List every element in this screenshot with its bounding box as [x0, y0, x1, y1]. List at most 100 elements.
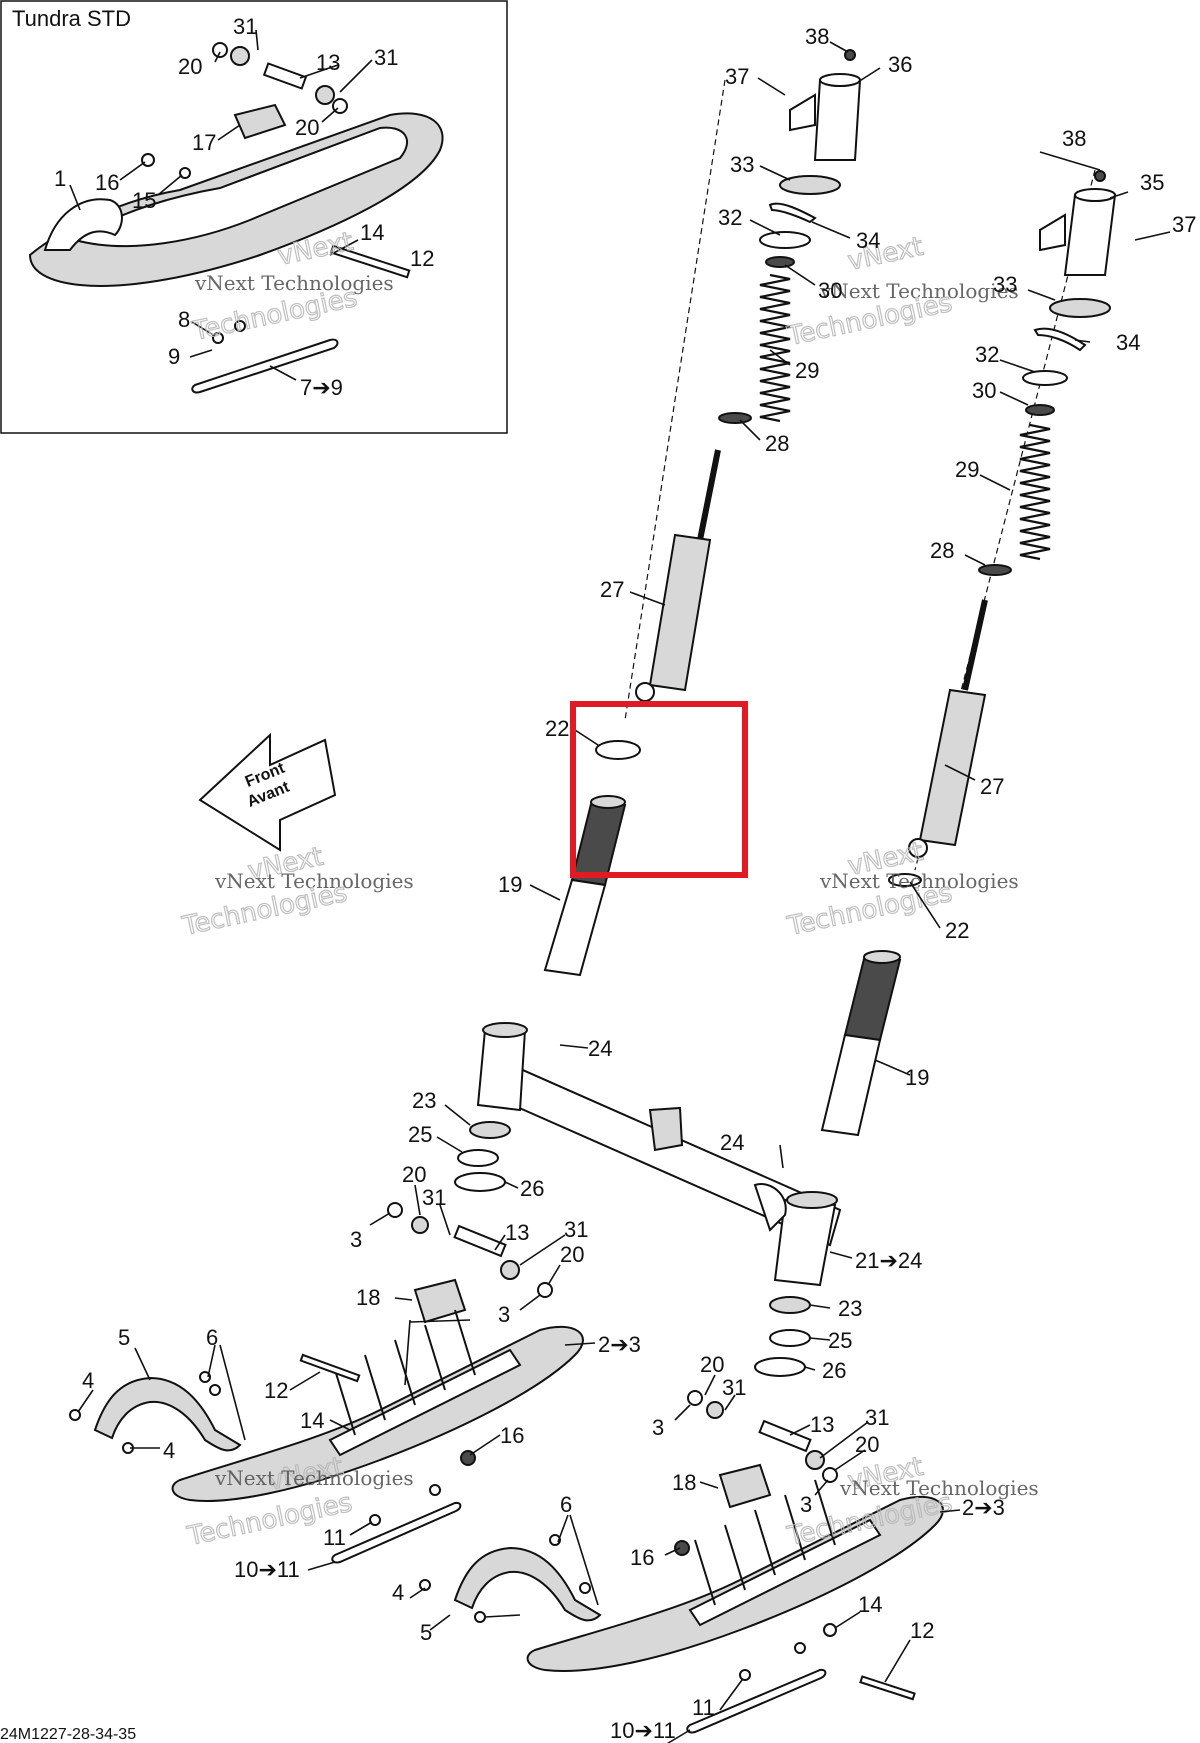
callout-3a: 3 — [350, 1227, 362, 1252]
callout-6a: 6 — [206, 1325, 218, 1350]
bracket-18 — [413, 1278, 467, 1324]
inset-washer — [212, 42, 228, 58]
inset-handle — [43, 198, 123, 251]
inset-panel: Tundra STD 31 20 — [0, 0, 508, 434]
callout-12b: 12 — [910, 1618, 934, 1643]
spring-29r — [1019, 423, 1051, 561]
callout-14a: 14 — [300, 1408, 324, 1433]
callout-16b: 16 — [630, 1545, 654, 1570]
inset-callout-20a: 20 — [178, 54, 202, 79]
ring-22 — [595, 740, 641, 760]
inset-callout-31a: 31 — [233, 14, 257, 39]
callout-27b: 27 — [980, 774, 1004, 799]
inset-callout-13: 13 — [316, 50, 340, 75]
callout-30a: 30 — [818, 278, 842, 303]
callout-38b: 38 — [1062, 126, 1086, 151]
callout-32b: 32 — [975, 342, 999, 367]
left-spindle-hardware — [387, 1202, 553, 1324]
callout-28b: 28 — [930, 538, 954, 563]
callout-30b: 30 — [972, 378, 996, 403]
plate-32 — [759, 231, 811, 249]
inset-callout-20b: 20 — [295, 115, 319, 140]
callout-6b: 6 — [560, 1492, 572, 1517]
tube-19r-top — [843, 953, 902, 1042]
runner-11r — [686, 1668, 827, 1734]
handle-5 — [93, 1376, 242, 1452]
tube-19 — [543, 878, 607, 977]
callout-26a: 26 — [520, 1176, 544, 1201]
callout-4b: 4 — [163, 1438, 175, 1463]
callout-14b: 14 — [858, 1592, 882, 1617]
callout-19b: 19 — [905, 1065, 929, 1090]
inset-callout-8: 8 — [178, 307, 190, 332]
inset-callout-12: 12 — [410, 246, 434, 271]
callout-24b: 24 — [720, 1130, 744, 1155]
callout-3b: 3 — [498, 1302, 510, 1327]
callout-10-11b: 10➔11 — [610, 1718, 676, 1743]
svg-text:vNext Technologies: vNext Technologies — [839, 1476, 1039, 1500]
callout-19a: 19 — [498, 872, 522, 897]
inset-callout-14: 14 — [360, 220, 384, 245]
inset-callout-31b: 31 — [374, 45, 398, 70]
callout-18b: 18 — [672, 1470, 696, 1495]
callout-34a: 34 — [856, 228, 880, 253]
left-strut-assembly — [543, 49, 862, 977]
inset-callout-7-9: 7➔9 — [300, 375, 343, 400]
callout-31c: 31 — [722, 1375, 746, 1400]
runner-11 — [331, 1501, 462, 1564]
inset-bushing-2 — [315, 85, 335, 105]
shock-27 — [648, 533, 712, 692]
right-strut-assembly — [820, 169, 1117, 1137]
inset-callout-15: 15 — [132, 188, 156, 213]
callout-24a: 24 — [588, 1036, 612, 1061]
svg-text:vNext Technologies: vNext Technologies — [214, 1466, 414, 1490]
callout-26b: 26 — [822, 1358, 846, 1383]
callout-11a: 11 — [323, 1525, 346, 1550]
callout-38a: 38 — [805, 24, 829, 49]
callout-23b: 23 — [838, 1296, 862, 1321]
shock-27r — [918, 688, 987, 847]
ring-30r — [1025, 404, 1055, 416]
tube-19r — [820, 1033, 882, 1137]
callout-22a: 22 — [545, 716, 569, 741]
spring-29 — [759, 273, 791, 423]
cross-beam-21 — [476, 1022, 842, 1287]
callout-4c: 4 — [392, 1580, 404, 1605]
callout-5b: 5 — [420, 1620, 432, 1645]
callout-12a: 12 — [264, 1378, 288, 1403]
ring-28r — [978, 564, 1012, 576]
callout-31d: 31 — [865, 1405, 889, 1430]
callout-22b: 22 — [945, 918, 969, 943]
inset-nut — [141, 153, 155, 167]
inset-runner — [191, 338, 339, 394]
svg-text:vNext Technologies: vNext Technologies — [194, 271, 394, 295]
right-spindle-hardware — [687, 1390, 838, 1509]
clip-26 — [454, 1172, 506, 1192]
cap-36 — [813, 79, 862, 161]
svg-text:vNext Technologies: vNext Technologies — [214, 869, 414, 893]
callout-13b: 13 — [810, 1412, 834, 1437]
ring-22r — [888, 873, 922, 887]
front-arrow: Front Avant — [198, 732, 337, 852]
ring-23r — [769, 1296, 811, 1314]
callout-33a: 33 — [730, 152, 754, 177]
callout-3c: 3 — [652, 1415, 664, 1440]
callout-20d: 20 — [855, 1432, 879, 1457]
ring-25r — [769, 1329, 811, 1347]
callout-20c: 20 — [700, 1352, 724, 1377]
callouts: 38 37 36 33 34 32 30 29 28 27 22 19 24 2… — [82, 24, 1196, 1743]
callout-2-3a: 2➔3 — [598, 1332, 641, 1357]
callout-4a: 4 — [82, 1368, 94, 1393]
ring-23 — [469, 1121, 511, 1139]
inset-long-bolt — [329, 244, 411, 279]
callout-23a: 23 — [412, 1088, 436, 1113]
callout-3d: 3 — [800, 1492, 812, 1517]
callout-32a: 32 — [718, 205, 742, 230]
callout-28a: 28 — [765, 431, 789, 456]
callout-37a: 37 — [725, 64, 749, 89]
callout-29a: 29 — [795, 358, 819, 383]
callout-34b: 34 — [1116, 330, 1140, 355]
inset-callout-9: 9 — [168, 344, 180, 369]
plate-33r — [1049, 298, 1111, 318]
callout-21-24: 21➔24 — [855, 1248, 922, 1273]
